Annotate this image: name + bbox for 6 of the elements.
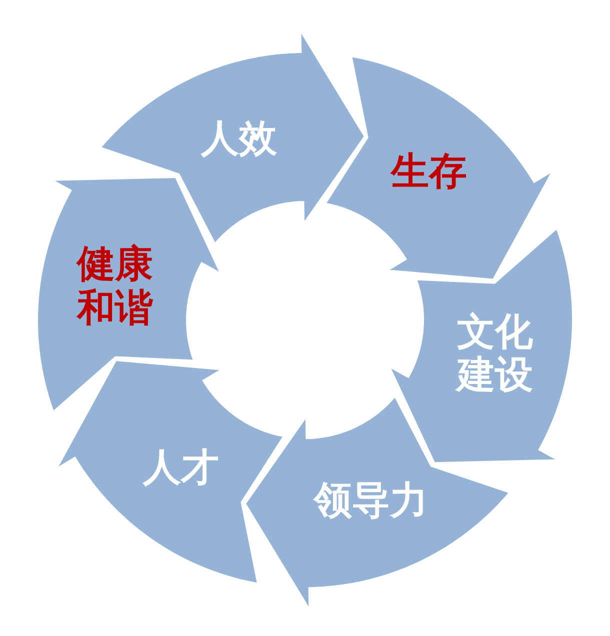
segment-label: 文化建设 bbox=[457, 310, 534, 398]
segment-label: 生存 bbox=[391, 150, 468, 194]
segment-label: 领导力 bbox=[314, 480, 428, 524]
segment-label: 人才 bbox=[142, 446, 219, 490]
segment-label: 人效 bbox=[200, 116, 277, 160]
segment-label: 健康和谐 bbox=[76, 242, 153, 330]
